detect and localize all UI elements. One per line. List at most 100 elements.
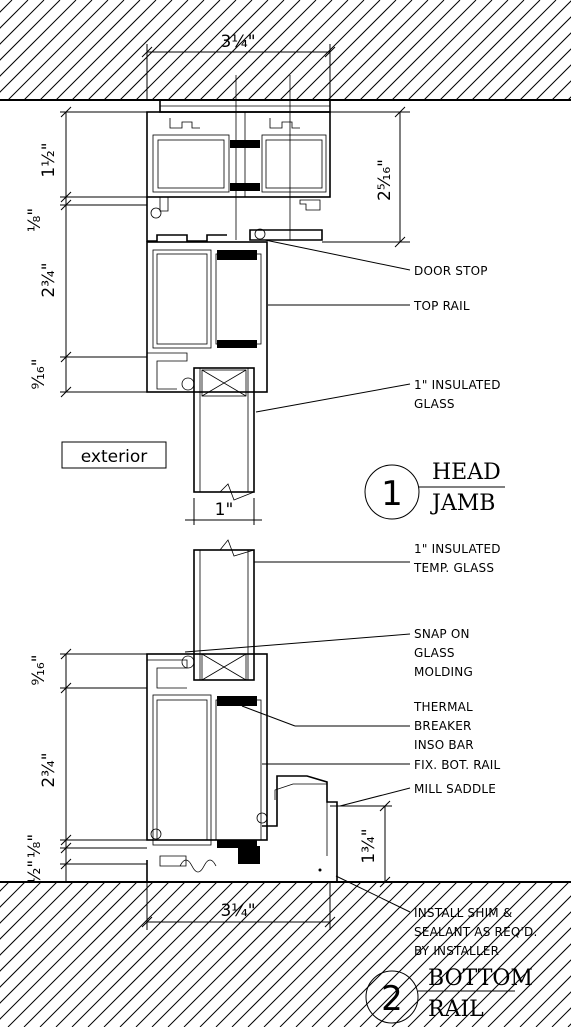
svg-text:BOTTOM: BOTTOM [428, 966, 533, 991]
hatch-line [0, 882, 58, 940]
hatch-line [359, 882, 506, 1027]
hatch-line [327, 882, 474, 1027]
dimensions-left-head: 1½" ⅛" 2¾" ⁹⁄₁₆" [25, 106, 147, 398]
hatch-line [39, 0, 141, 100]
hatch-line [135, 0, 237, 100]
hatch-line [551, 80, 571, 100]
hatch-line [215, 0, 317, 100]
note-thermal-3: INSO BAR [414, 738, 474, 752]
hatch-line [391, 0, 493, 100]
note-thermal-1: THERMAL [413, 700, 473, 714]
svg-text:⁹⁄₁₆": ⁹⁄₁₆" [29, 654, 49, 685]
notes: DOOR STOP TOP RAIL 1" INSULATED GLASS 1"… [413, 264, 537, 958]
insulated-glass-lower [193, 539, 255, 681]
note-shim-1: INSTALL SHIM & [414, 906, 512, 920]
hatch-line [103, 882, 250, 1027]
hatch-line [247, 0, 349, 100]
hatch-line [311, 882, 458, 1027]
hatch-line [7, 0, 109, 100]
note-fix-bot-rail: FIX. BOT. RAIL [414, 758, 500, 772]
svg-text:½": ½" [25, 860, 45, 884]
svg-text:2⁵⁄₁₆": 2⁵⁄₁₆" [375, 159, 395, 201]
dim-top-width: 3¼" [220, 32, 255, 52]
head-frame-profile [146, 75, 331, 242]
note-snap-1: SNAP ON [414, 627, 470, 641]
hatch-line [135, 882, 282, 1027]
detail-tag-2: 2 BOTTOM RAIL [365, 966, 533, 1024]
bottom-rail-profile [146, 653, 268, 867]
hatch-line [311, 0, 413, 100]
svg-text:3¼": 3¼" [220, 901, 255, 921]
hatch-line [231, 0, 333, 100]
hatch-line [0, 0, 45, 45]
svg-text:1: 1 [381, 474, 403, 514]
hatch-line [0, 882, 26, 908]
note-door-stop: DOOR STOP [414, 264, 488, 278]
hatch-line [0, 882, 90, 972]
hatch-line [39, 882, 186, 1027]
hatch-line [471, 927, 571, 1027]
hatch-line [167, 882, 314, 1027]
hatch-line [0, 882, 122, 1004]
hatch-line [199, 0, 301, 100]
hatch-line [439, 0, 541, 100]
hatch-line [263, 0, 365, 100]
svg-text:JAMB: JAMB [430, 491, 495, 516]
hatch-line [247, 882, 394, 1027]
leader-lines [184, 239, 411, 913]
hatch-line [471, 0, 571, 100]
hatch-line [7, 882, 154, 1027]
hatch-line [23, 0, 125, 100]
svg-text:2: 2 [381, 979, 403, 1019]
hatch-line [0, 882, 10, 892]
top-rail-profile [146, 241, 268, 393]
hatch-line [23, 882, 170, 1027]
svg-text:1": 1" [215, 500, 234, 520]
hatch-line [55, 882, 202, 1027]
hatch-line [0, 882, 138, 1020]
hatch-line [0, 0, 61, 61]
hatch-line [71, 0, 173, 100]
note-top-rail: TOP RAIL [413, 299, 470, 313]
note-mill-saddle: MILL SADDLE [414, 782, 496, 796]
hatch-line [103, 0, 205, 100]
hatch-line [215, 882, 362, 1027]
note-shim-3: BY INSTALLER [414, 944, 499, 958]
hatch-line [0, 882, 74, 956]
exterior-label: exterior [81, 447, 147, 467]
svg-text:⅛": ⅛" [25, 834, 45, 858]
hatch-line [423, 0, 525, 100]
floor-hatch [0, 882, 571, 1027]
hatch-line [455, 911, 571, 1027]
hatch-line [375, 882, 522, 1027]
hatch-line [183, 882, 330, 1027]
svg-text:⅛": ⅛" [25, 208, 45, 232]
note-thermal-2: BREAKER [414, 719, 472, 733]
hatch-line [487, 943, 571, 1027]
hatch-line [263, 882, 410, 1027]
svg-text:⁹⁄₁₆": ⁹⁄₁₆" [29, 358, 49, 389]
hatch-line [0, 882, 106, 988]
hatch-line [551, 1007, 571, 1027]
hatch-line [343, 0, 445, 100]
hatch-line [151, 0, 253, 100]
dimension-glass-thickness: 1" [185, 498, 262, 525]
hatch-line [535, 991, 571, 1027]
svg-text:2¾": 2¾" [39, 262, 59, 297]
hatch-line [407, 0, 509, 100]
dimension-bottom-width: 3¼" [141, 882, 336, 930]
hatch-line [519, 975, 571, 1027]
hatch-line [0, 0, 29, 29]
hatch-line [327, 0, 429, 100]
hatch-line [167, 0, 269, 100]
insulated-glass-upper [193, 367, 255, 501]
dimensions-left-bottom: ⁹⁄₁₆" 2¾" ⅛" ½" [25, 648, 147, 884]
svg-text:1½": 1½" [39, 142, 59, 177]
note-shim-2: SEALANT AS REQ'D. [414, 925, 537, 939]
hatch-line [423, 882, 570, 1027]
hatch-line [503, 959, 571, 1027]
note-snap-3: MOLDING [414, 665, 473, 679]
hatch-line [519, 48, 571, 100]
hatch-line [391, 882, 538, 1027]
